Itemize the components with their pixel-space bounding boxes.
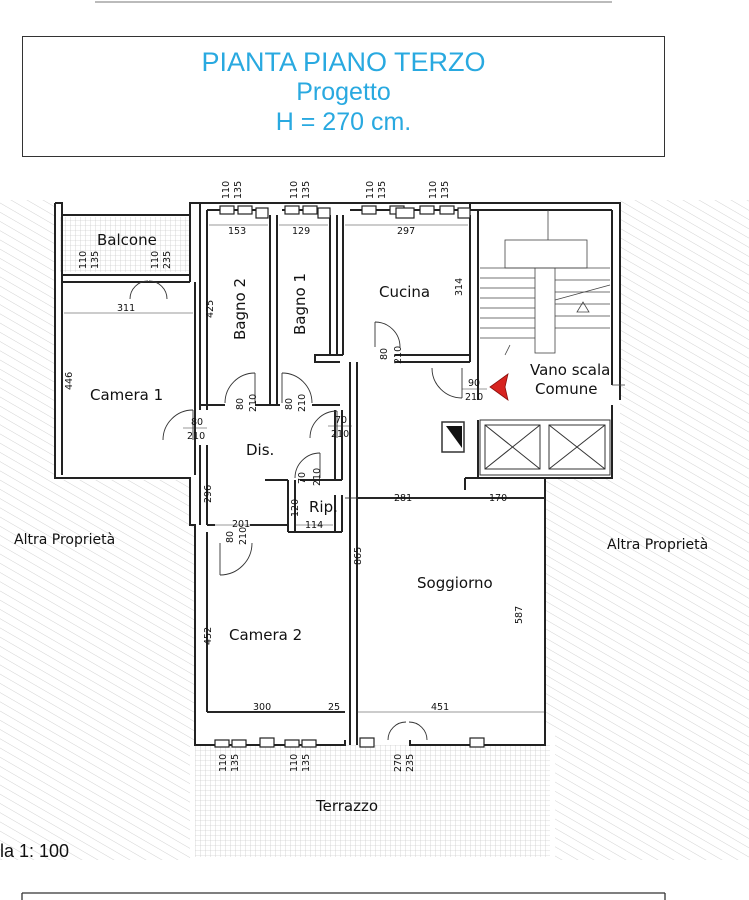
door-swings xyxy=(129,280,463,741)
dim-text: 129 xyxy=(292,226,310,237)
dim-text: 300 xyxy=(253,702,271,713)
dim-text: 281 xyxy=(394,493,412,504)
dim-text: 110 xyxy=(289,754,300,772)
dim-text: 135 xyxy=(440,181,451,199)
room-dis: Dis. xyxy=(246,441,274,459)
dim-text: 135 xyxy=(377,181,388,199)
dim-text: 80 xyxy=(284,398,295,410)
dim-text: 80 xyxy=(191,417,203,428)
dim-text: 865 xyxy=(353,547,364,565)
room-bagno2: Bagno 2 xyxy=(231,278,249,340)
dimension-labels: 110 135 110 135 110 135 110 135 153 129 … xyxy=(64,181,525,772)
dim-text: 110 xyxy=(365,181,376,199)
dim-text: 80 xyxy=(379,348,390,360)
staircase xyxy=(480,210,625,386)
room-terrazzo: Terrazzo xyxy=(315,797,378,815)
entrance-arrow-icon xyxy=(489,373,509,401)
dim-text: 296 xyxy=(203,485,214,503)
dim-text: 210 xyxy=(312,468,323,486)
dim-text: 235 xyxy=(405,754,416,772)
dim-text: 170 xyxy=(489,493,507,504)
dim-text: 114 xyxy=(305,520,323,531)
plan-subtitle: Progetto xyxy=(296,78,391,106)
neighbor-hatching xyxy=(0,200,749,860)
dim-text: 135 xyxy=(230,754,241,772)
room-camera1: Camera 1 xyxy=(90,386,163,404)
bottom-windows xyxy=(214,737,485,748)
dim-text: 110 xyxy=(78,251,89,269)
dim-text: 153 xyxy=(228,226,246,237)
room-vano-scala: Vano scala xyxy=(530,361,610,379)
dim-text: 452 xyxy=(203,627,214,645)
dim-text: 210 xyxy=(465,392,483,403)
dim-text: 210 xyxy=(331,429,349,440)
shaft-fill xyxy=(446,426,462,448)
dim-text: 110 xyxy=(289,181,300,199)
room-soggiorno: Soggiorno xyxy=(417,574,493,592)
dim-text: 80 xyxy=(235,398,246,410)
plan-title: PIANTA PIANO TERZO xyxy=(201,47,486,77)
dim-text: 235 xyxy=(162,251,173,269)
dim-text: 425 xyxy=(205,300,216,318)
dim-text: 314 xyxy=(454,278,465,296)
room-balcone: Balcone xyxy=(97,231,157,249)
dim-text: 135 xyxy=(90,251,101,269)
title-box: PIANTA PIANO TERZO Progetto H = 270 cm. xyxy=(22,36,665,157)
dim-text: 80 xyxy=(225,531,236,543)
dim-text: 210 xyxy=(187,431,205,442)
room-cucina: Cucina xyxy=(379,283,430,301)
dim-text: 120 xyxy=(290,499,301,517)
dim-text: 135 xyxy=(301,181,312,199)
dim-text: 210 xyxy=(297,394,308,412)
dim-text: 451 xyxy=(431,702,449,713)
top-windows xyxy=(219,205,471,219)
dim-text: 110 xyxy=(218,754,229,772)
neighbor-left: Altra Proprietà xyxy=(14,532,115,548)
dim-text: 446 xyxy=(64,372,75,390)
neighbor-right: Altra Proprietà xyxy=(607,537,708,553)
room-bagno1: Bagno 1 xyxy=(291,273,309,335)
dim-text: 135 xyxy=(233,181,244,199)
room-rip: Rip. xyxy=(309,498,338,516)
dim-text: 210 xyxy=(248,394,259,412)
room-vano-scala-comune: Comune xyxy=(535,380,598,398)
dim-text: 110 xyxy=(221,181,232,199)
dimension-lines xyxy=(64,224,545,713)
plan-height: H = 270 cm. xyxy=(275,108,412,136)
dim-text: 110 xyxy=(150,251,161,269)
dim-text: 311 xyxy=(117,303,135,314)
dim-text: 587 xyxy=(514,606,525,624)
dim-text: 201 xyxy=(232,519,250,530)
dim-text: 90 xyxy=(468,378,480,389)
dim-text: 210 xyxy=(393,346,404,364)
dim-text: 25 xyxy=(328,702,340,713)
elevators xyxy=(441,419,611,476)
room-camera2: Camera 2 xyxy=(229,626,302,644)
dim-text: 70 xyxy=(297,472,308,484)
dim-text: 297 xyxy=(397,226,415,237)
dim-text: 270 xyxy=(393,754,404,772)
dim-text: 210 xyxy=(238,527,249,545)
tiled-areas xyxy=(60,217,550,857)
scale-label: la 1: 100 xyxy=(0,841,69,861)
page-frame xyxy=(21,1,666,900)
dim-text: 135 xyxy=(301,754,312,772)
dim-text: 70 xyxy=(335,415,347,426)
dim-text: 110 xyxy=(428,181,439,199)
